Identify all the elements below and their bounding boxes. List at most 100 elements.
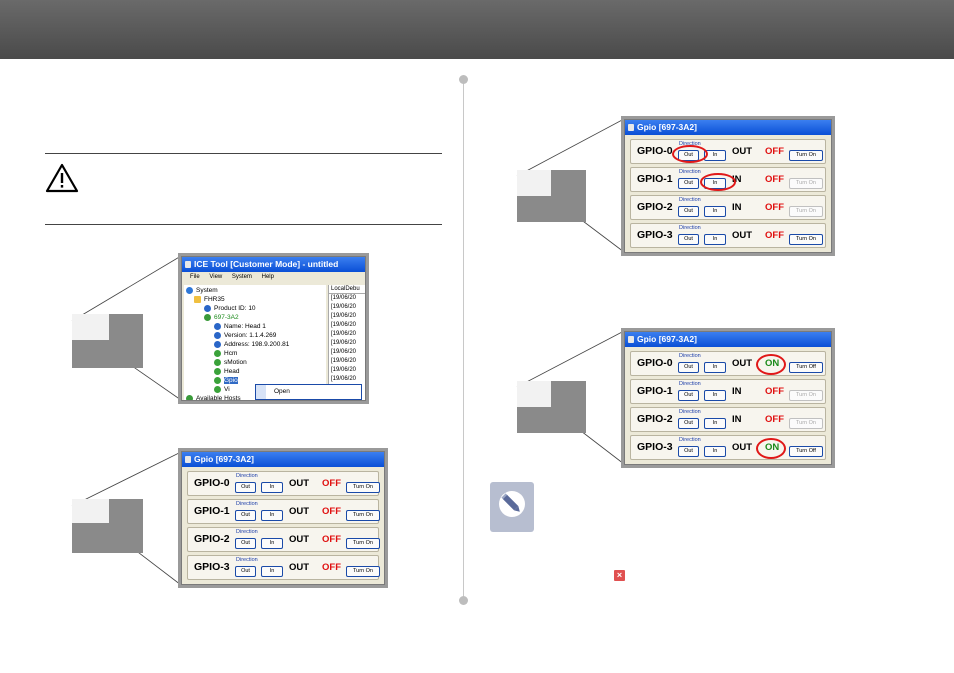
highlight-ring	[756, 438, 786, 459]
direction-out-button[interactable]: Out	[235, 538, 256, 549]
gpio-name: GPIO-1	[194, 505, 230, 517]
direction-out-button[interactable]: Out	[235, 566, 256, 577]
tree-item[interactable]: Vi	[214, 386, 230, 393]
direction-label: Direction	[679, 197, 701, 203]
direction-in-button[interactable]: In	[704, 446, 726, 457]
window-title: Gpio [697-3A2]	[637, 334, 697, 344]
direction-out-button[interactable]: Out	[678, 390, 699, 401]
gpio-mode: OUT	[289, 562, 310, 573]
gpio-state: OFF	[322, 478, 341, 489]
log-tab[interactable]: LocalDebu	[329, 285, 365, 294]
log-line: [19/06/20	[331, 367, 357, 373]
direction-in-button[interactable]: In	[261, 510, 283, 521]
tree-item[interactable]: Product ID: 10	[204, 305, 256, 312]
menu-bar: File View System Help	[182, 272, 365, 283]
toggle-output-button[interactable]: Turn On	[346, 566, 380, 577]
tree-item[interactable]: System	[186, 287, 218, 294]
context-menu-open[interactable]: Open	[274, 388, 290, 395]
direction-out-button[interactable]: Out	[235, 482, 256, 493]
direction-out-button[interactable]: Out	[678, 418, 699, 429]
direction-out-button[interactable]: Out	[678, 178, 699, 189]
direction-in-button[interactable]: In	[704, 234, 726, 245]
tree-item-label: Vi	[224, 386, 230, 394]
gpio-state: OFF	[765, 202, 784, 213]
menu-file[interactable]: File	[190, 274, 200, 280]
toggle-output-button[interactable]: Turn On	[346, 482, 380, 493]
gpio-name: GPIO-0	[637, 145, 673, 157]
direction-in-button[interactable]: In	[704, 362, 726, 373]
gpio-name: GPIO-0	[194, 477, 230, 489]
module-icon	[214, 368, 221, 375]
context-menu: Open	[255, 384, 362, 400]
direction-out-button[interactable]: Out	[678, 446, 699, 457]
tree-item[interactable]: Version: 1.1.4.269	[214, 332, 276, 339]
gpio-state: OFF	[765, 174, 784, 185]
window-title: Gpio [697-3A2]	[194, 454, 254, 464]
menu-system[interactable]: System	[231, 274, 252, 280]
toggle-output-button[interactable]: Turn Off	[789, 446, 823, 457]
toggle-output-button[interactable]: Turn On	[346, 510, 380, 521]
tree-item[interactable]: FHR35	[194, 296, 225, 303]
log-line: [19/06/20	[331, 322, 357, 328]
toggle-output-button[interactable]: Turn Off	[789, 362, 823, 373]
app-icon	[628, 336, 634, 343]
toggle-output-button[interactable]: Turn On	[346, 538, 380, 549]
tree-item-label: Product ID: 10	[214, 305, 256, 313]
direction-in-button[interactable]: In	[261, 538, 283, 549]
tree-item[interactable]: 697-3A2	[204, 314, 239, 321]
info-icon	[214, 341, 221, 348]
window-title-bar: Gpio [697-3A2]	[182, 452, 384, 467]
direction-out-button[interactable]: Out	[678, 234, 699, 245]
tree-item-label: sMotion	[224, 359, 247, 367]
toggle-output-button[interactable]: Turn On	[789, 390, 823, 401]
direction-out-button[interactable]: Out	[678, 362, 699, 373]
toggle-output-button[interactable]: Turn On	[789, 206, 823, 217]
direction-out-button[interactable]: Out	[678, 206, 699, 217]
window-title: Gpio [697-3A2]	[637, 122, 697, 132]
gpio-mode: OUT	[289, 478, 310, 489]
window-title: ICE Tool [Customer Mode] - untitled	[194, 259, 339, 269]
toggle-output-button[interactable]: Turn On	[789, 178, 823, 189]
direction-in-button[interactable]: In	[261, 482, 283, 493]
gpio-name: GPIO-2	[637, 201, 673, 213]
gpio-state: OFF	[322, 506, 341, 517]
zoom-thumbnail	[517, 170, 586, 222]
gpio-name: GPIO-2	[194, 533, 230, 545]
gpio-mode: IN	[732, 174, 742, 185]
menu-view[interactable]: View	[209, 274, 223, 280]
tree-item[interactable]: Available Hosts	[186, 395, 241, 400]
module-icon	[214, 377, 221, 384]
direction-out-button[interactable]: Out	[235, 510, 256, 521]
zoom-thumbnail	[72, 314, 143, 368]
tree-item-label: Address: 198.9.200.81	[224, 341, 290, 349]
log-pane[interactable]: LocalDebu [19/06/20[19/06/20[19/06/20[19…	[328, 285, 365, 400]
tree-item[interactable]: Head	[214, 368, 240, 375]
menu-help[interactable]: Help	[261, 274, 274, 280]
direction-in-button[interactable]: In	[704, 418, 726, 429]
gpio-name: GPIO-3	[637, 229, 673, 241]
tree-item[interactable]: Hcm	[214, 350, 237, 357]
tree-item[interactable]: Name: Head 1	[214, 323, 266, 330]
gpio-mode: OUT	[732, 146, 753, 157]
tree-item[interactable]: Gpio	[214, 377, 238, 385]
direction-in-button[interactable]: In	[261, 566, 283, 577]
window-title-bar: Gpio [697-3A2]	[625, 120, 831, 135]
direction-label: Direction	[679, 409, 701, 415]
direction-in-button[interactable]: In	[704, 206, 726, 217]
app-icon	[185, 456, 191, 463]
tree-item-label: 697-3A2	[214, 314, 239, 322]
gpio-mode: IN	[732, 386, 742, 397]
tree-item[interactable]: sMotion	[214, 359, 247, 366]
toggle-output-button[interactable]: Turn On	[789, 150, 823, 161]
tree-item[interactable]: Address: 198.9.200.81	[214, 341, 289, 348]
direction-in-button[interactable]: In	[704, 390, 726, 401]
gpio-mode: OUT	[289, 534, 310, 545]
toggle-output-button[interactable]: Turn On	[789, 234, 823, 245]
toggle-output-button[interactable]: Turn On	[789, 418, 823, 429]
